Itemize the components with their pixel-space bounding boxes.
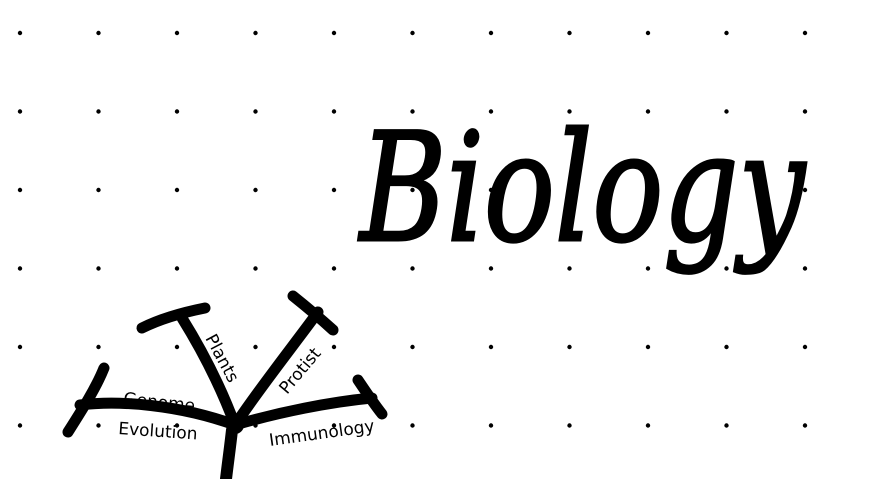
label-evolution: Evolution (118, 419, 198, 444)
grid-dot (645, 187, 651, 193)
topic-tree (62, 290, 388, 479)
grid-dot (17, 266, 23, 271)
grid-dot (253, 344, 258, 350)
grid-dot (174, 109, 180, 114)
grid-dot (331, 187, 337, 193)
grid-dot (488, 109, 494, 114)
tree-node (226, 416, 244, 434)
branch-protist-cap (287, 290, 339, 336)
branch-plants (176, 312, 241, 431)
grid-dot (567, 187, 572, 193)
grid-dot (410, 109, 415, 114)
grid-dot (96, 109, 101, 114)
grid-dot (488, 266, 494, 271)
grid-dot (802, 423, 808, 428)
grid-dot (331, 266, 337, 271)
grid-dot (17, 423, 23, 428)
grid-dot (410, 344, 415, 350)
grid-dot (174, 423, 180, 428)
grid-dot (645, 344, 651, 350)
tree-trunk (220, 424, 238, 479)
grid-dot (253, 109, 258, 114)
grid-dot (96, 344, 101, 350)
grid-dot (802, 266, 808, 271)
grid-dot (645, 423, 651, 428)
grid-dot (410, 187, 415, 193)
grid-dot (410, 423, 415, 428)
grid-dot (488, 187, 494, 193)
branch-immunology (229, 392, 378, 431)
grid-dot (802, 109, 808, 114)
grid-dot (567, 266, 572, 271)
grid-dot (802, 30, 808, 36)
dot-grid (17, 30, 808, 428)
grid-dot (96, 266, 101, 271)
grid-dot (410, 266, 415, 271)
grid-dot (253, 187, 258, 193)
grid-dot (488, 344, 494, 350)
page-title: Biology (358, 102, 807, 276)
grid-dot (645, 30, 651, 36)
grid-dot (17, 109, 23, 114)
grid-dot (802, 344, 808, 350)
grid-dot (96, 187, 101, 193)
grid-dot (724, 344, 729, 350)
grid-dot (567, 109, 572, 114)
grid-dot (724, 30, 729, 36)
grid-dot (17, 30, 23, 36)
grid-dot (174, 266, 180, 271)
grid-dot (410, 30, 415, 36)
grid-dot (253, 266, 258, 271)
grid-dot (488, 423, 494, 428)
grid-dot (488, 30, 494, 36)
grid-dot (645, 266, 651, 271)
grid-dot (331, 344, 337, 350)
grid-dot (802, 187, 808, 193)
branch-immunology-cap (352, 374, 388, 420)
grid-dot (645, 109, 651, 114)
label-genome: Genome (122, 389, 196, 416)
grid-dot (724, 423, 729, 428)
grid-dot (567, 423, 572, 428)
grid-dot (331, 30, 337, 36)
branch-protist (229, 306, 324, 431)
grid-dot (331, 423, 337, 428)
grid-dot (331, 109, 337, 114)
branch-genome-cap (62, 362, 110, 438)
grid-dot (253, 30, 258, 36)
grid-dot (17, 344, 23, 350)
grid-dot (724, 266, 729, 271)
grid-dot (96, 423, 101, 428)
grid-dot (174, 30, 180, 36)
grid-dot (724, 187, 729, 193)
grid-dot (17, 187, 23, 193)
branch-genome-evolution (74, 397, 241, 431)
grid-dot (724, 109, 729, 114)
grid-dot (174, 187, 180, 193)
grid-dot (174, 344, 180, 350)
grid-dot (567, 30, 572, 36)
branch-plants-cap (136, 302, 211, 334)
grid-dot (96, 30, 101, 36)
grid-dot (567, 344, 572, 350)
label-immunology: Immunology (268, 416, 376, 451)
